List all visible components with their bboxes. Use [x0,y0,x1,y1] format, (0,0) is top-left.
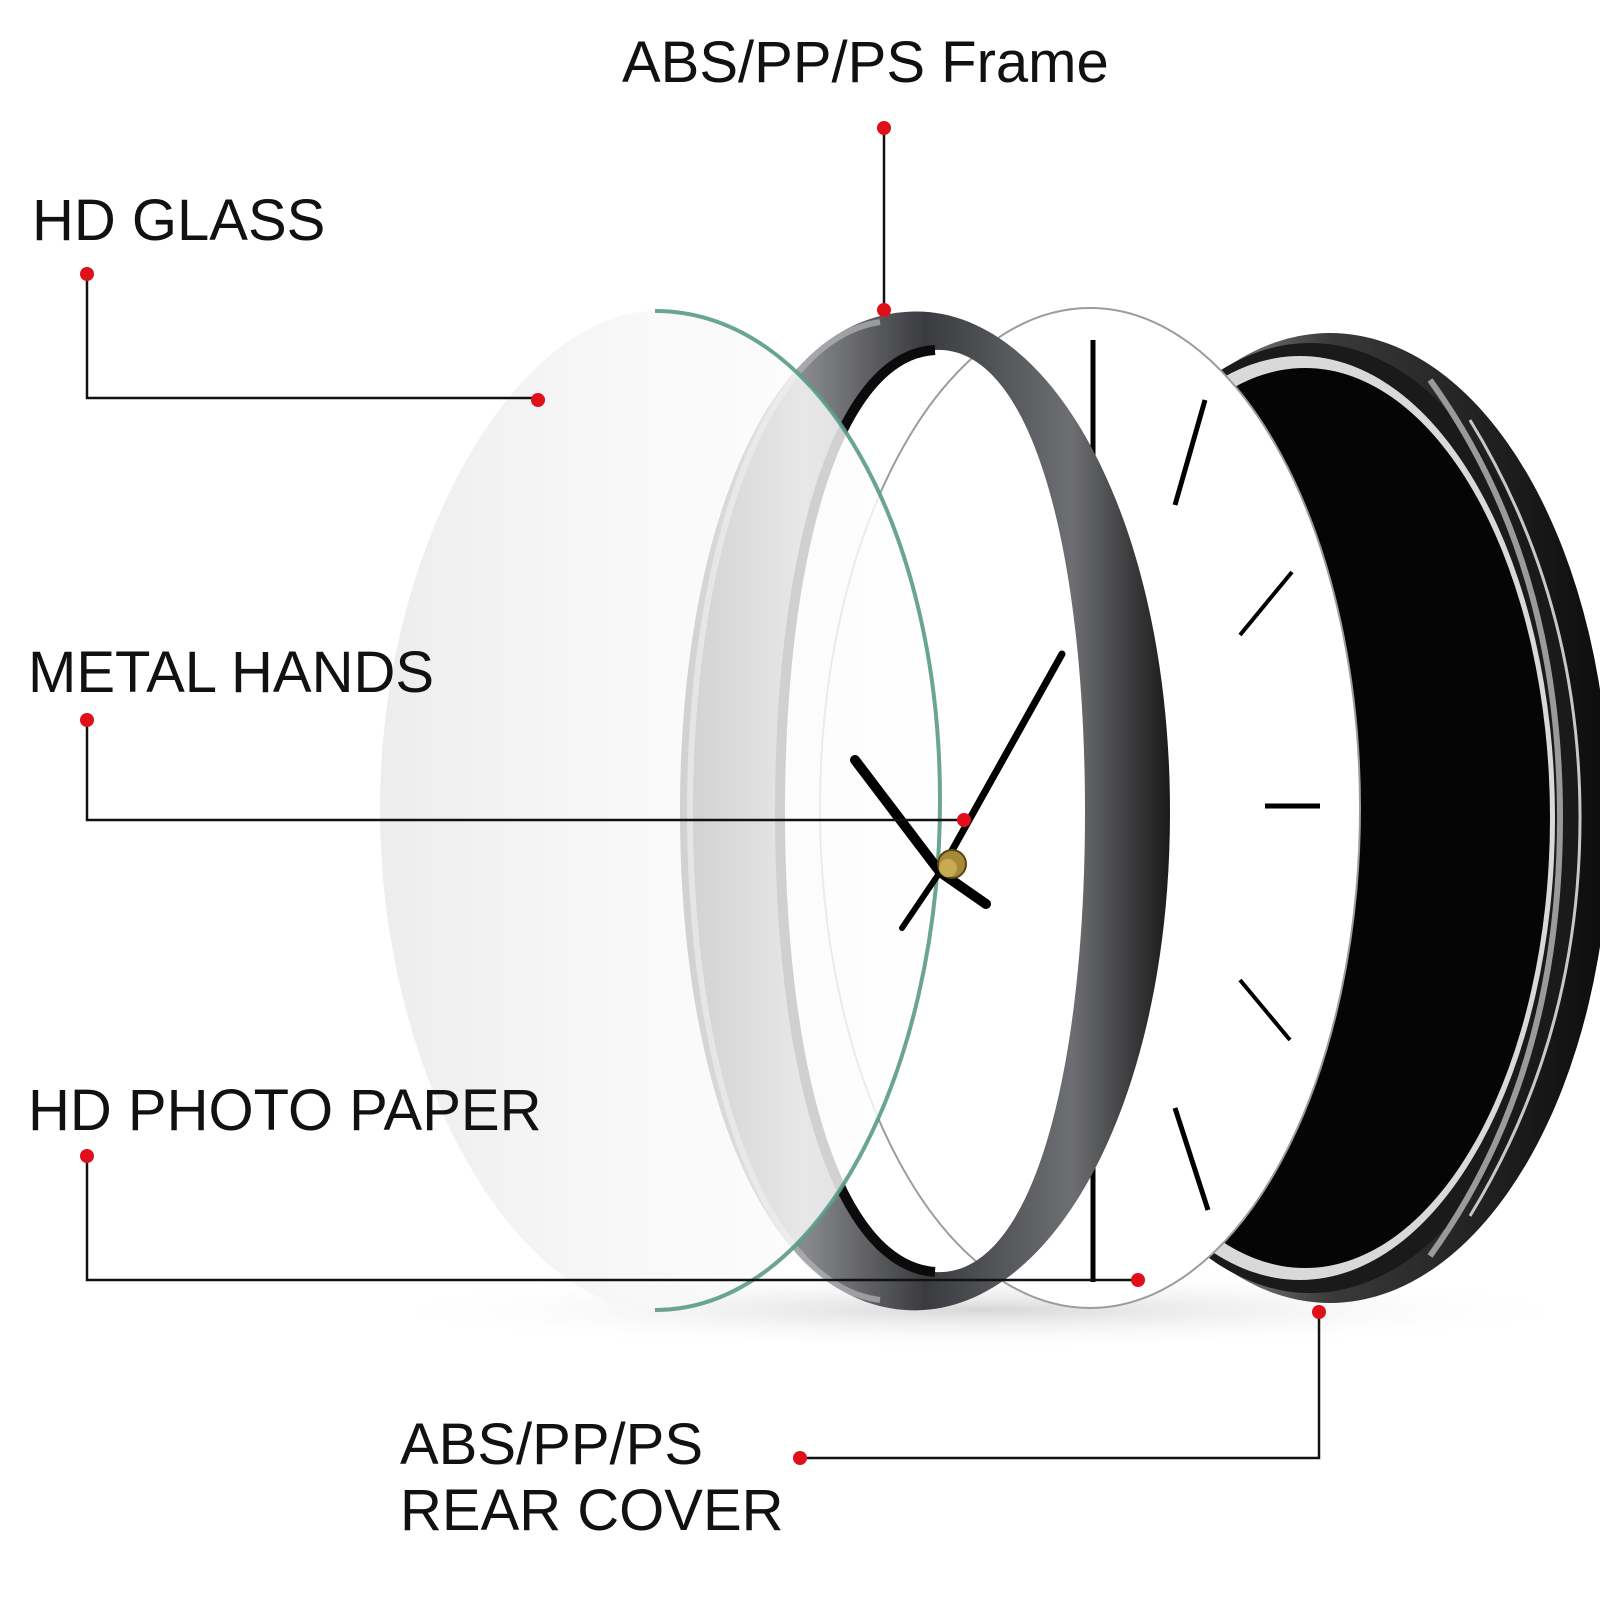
label-rear-cover-line1: ABS/PP/PS [400,1412,704,1477]
callout-dot-paper [1131,1273,1145,1287]
glass-disc [380,309,943,1312]
callout-line-rear [800,1312,1321,1460]
label-rear-cover-line2: REAR COVER [400,1478,784,1543]
clock-hands [850,650,1066,931]
callout-dot-frame-top [877,121,891,135]
callout-dot-glass-top [80,267,94,281]
callout-lines [85,128,1321,1460]
callout-dots [80,121,1326,1465]
label-photo-paper: HD PHOTO PAPER [28,1078,542,1143]
callout-dot-frame [877,303,891,317]
callout-line-hands [85,720,964,822]
callout-dot-rear-label [793,1451,807,1465]
label-rear-cover: ABS/PP/PS REAR COVER [400,1412,784,1544]
callout-dot-hands [957,813,971,827]
label-frame: ABS/PP/PS Frame [622,30,1109,95]
callout-dot-rear [1312,1305,1326,1319]
callout-dot-glass [531,393,545,407]
callout-dot-paper-top [80,1149,94,1163]
callout-line-paper [85,1156,1138,1282]
label-hands: METAL HANDS [28,640,435,705]
callout-line-glass [85,274,538,400]
callout-dot-hands-top [80,713,94,727]
label-glass: HD GLASS [32,188,326,253]
